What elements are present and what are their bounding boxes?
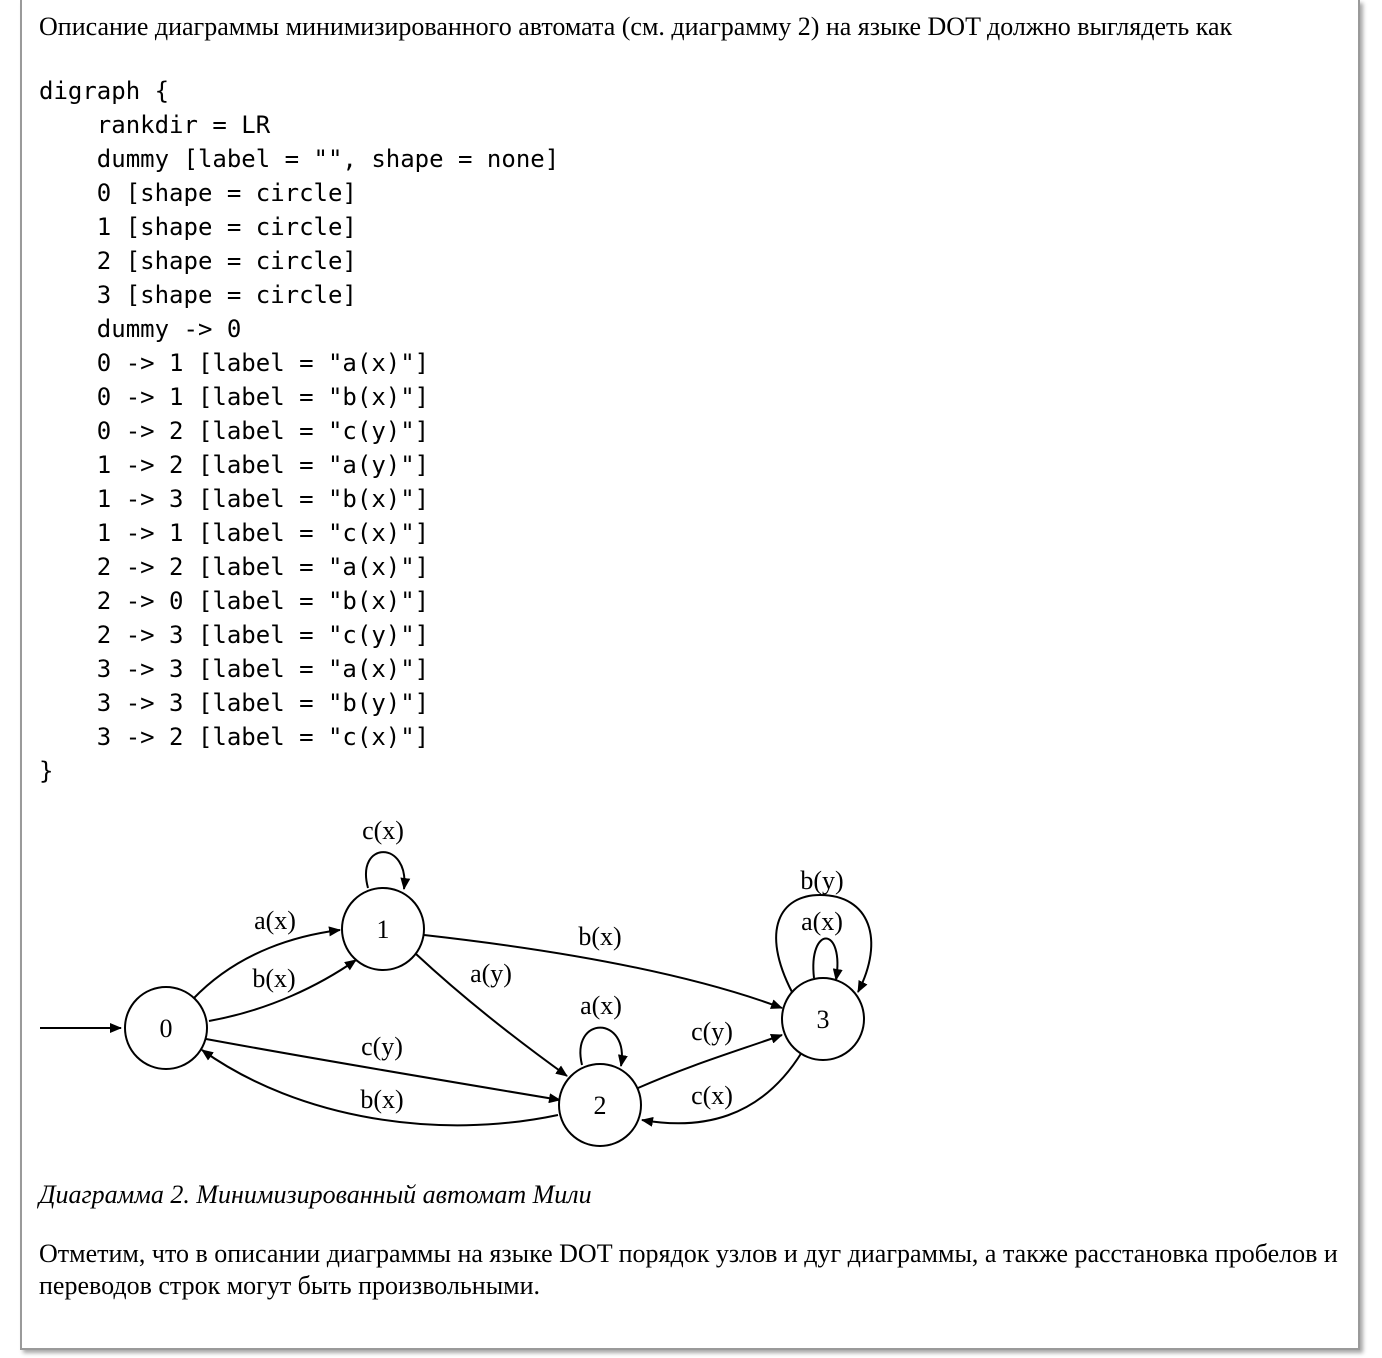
state-3-label: 3: [817, 1005, 830, 1034]
edge-label: c(y): [361, 1032, 403, 1061]
code-line: 0 -> 2 [label = "c(y)"]: [39, 417, 430, 445]
edge-label: a(x): [801, 907, 843, 936]
edge-label: a(x): [254, 906, 296, 935]
edge-3-3-loop-b: [775, 893, 873, 993]
code-line: 2 -> 2 [label = "a(x)"]: [39, 553, 430, 581]
code-line: rankdir = LR: [39, 111, 271, 139]
edge-2-0: [201, 1049, 559, 1127]
edge-3-2: [641, 1051, 803, 1127]
state-0-circle: [124, 986, 208, 1070]
edge-2-2-loop: [579, 1026, 628, 1067]
edge-1-3: [423, 934, 783, 1009]
intro-paragraph: Описание диаграммы минимизированного авт…: [39, 12, 1233, 41]
document-frame: [20, 0, 1360, 1350]
state-1-circle: [341, 887, 425, 971]
code-line: 1 [shape = circle]: [39, 213, 357, 241]
edge-label: c(y): [691, 1017, 733, 1046]
state-1-label: 1: [377, 915, 390, 944]
code-line: 1 -> 1 [label = "c(x)"]: [39, 519, 430, 547]
code-line: 2 -> 3 [label = "c(y)"]: [39, 621, 430, 649]
code-line: 3 -> 2 [label = "c(x)"]: [39, 723, 430, 751]
note-paragraph: Отметим, что в описании диаграммы на язы…: [39, 1239, 1338, 1300]
edge-0-1-b: [208, 959, 357, 1022]
code-line: dummy -> 0: [39, 315, 242, 343]
state-2-circle: [558, 1063, 642, 1147]
state-0-label: 0: [160, 1014, 173, 1043]
edge-1-1-loop: [365, 851, 411, 890]
code-line: dummy [label = "", shape = none]: [39, 145, 560, 173]
edge-label: c(x): [362, 816, 404, 845]
code-line: 0 [shape = circle]: [39, 179, 357, 207]
edge-2-3: [637, 1033, 783, 1089]
edge-label: b(y): [800, 866, 843, 895]
edge-label: c(x): [691, 1081, 733, 1110]
code-line: 1 -> 2 [label = "a(y)"]: [39, 451, 430, 479]
edge-0-1-a: [192, 926, 341, 1000]
code-line: 0 -> 1 [label = "a(x)"]: [39, 349, 430, 377]
mealy-automaton-diagram: 0 1 2 3 a(x) b(x) c(y) a(y) b(x) c(x) a(…: [40, 816, 873, 1147]
state-2-label: 2: [594, 1091, 607, 1120]
edge-3-3-loop-a: [812, 937, 843, 981]
edge-label: b(x): [578, 922, 621, 951]
code-line: 3 -> 3 [label = "b(y)"]: [39, 689, 430, 717]
diagram-caption: Диаграмма 2. Минимизированный автомат Ми…: [39, 1180, 592, 1209]
edge-0-2: [205, 1038, 561, 1104]
code-line: digraph {: [39, 77, 170, 105]
code-line: 2 -> 0 [label = "b(x)"]: [39, 587, 430, 615]
edge-label: a(x): [580, 991, 622, 1020]
code-line: 1 -> 3 [label = "b(x)"]: [39, 485, 430, 513]
edge-label: b(x): [252, 964, 295, 993]
edge-label: a(y): [470, 959, 512, 988]
code-line: 0 -> 1 [label = "b(x)"]: [39, 383, 430, 411]
code-line: }: [39, 757, 54, 785]
code-line: 2 [shape = circle]: [39, 247, 357, 275]
code-line: 3 -> 3 [label = "a(x)"]: [39, 655, 430, 683]
edge-1-2: [415, 953, 568, 1077]
state-3-circle: [781, 977, 865, 1061]
edge-label: b(x): [360, 1085, 403, 1114]
dot-code-block: digraph { rankdir = LR dummy [label = ""…: [39, 74, 559, 788]
code-line: 3 [shape = circle]: [39, 281, 357, 309]
